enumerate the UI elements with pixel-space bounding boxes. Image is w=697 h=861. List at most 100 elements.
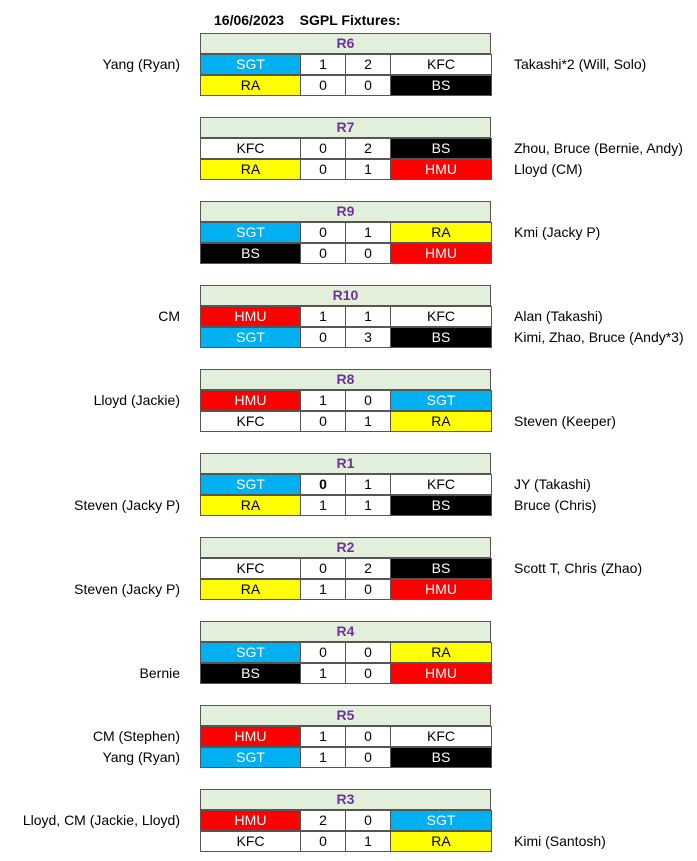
away-score-cell: 1 [345,495,391,516]
home-score-cell: 0 [300,831,346,852]
away-score-cell: 1 [345,159,391,180]
away-team-cell: HMU [390,243,492,264]
away-score-cell: 0 [345,390,391,411]
home-scorers-note: Lloyd, CM (Jackie, Lloyd) [22,812,180,828]
away-score-cell: 0 [345,642,391,663]
away-score-cell: 2 [345,54,391,75]
home-scorers-note: Steven (Jacky P) [74,497,180,513]
away-team-cell: BS [390,138,492,159]
away-team-cell: BS [390,495,492,516]
home-scorers-note: Yang (Ryan) [102,749,180,765]
round-header: R4 [200,621,491,642]
fixture-heading: SGPL Fixtures: [299,12,401,28]
home-team-cell: SGT [200,222,301,243]
home-scorers-note: Lloyd (Jackie) [93,392,180,408]
round-header: R3 [200,789,491,810]
away-scorers-note: Scott T, Chris (Zhao) [514,560,643,576]
home-score-cell: 0 [300,327,346,348]
home-team-cell: RA [200,579,301,600]
away-score-cell: 1 [345,831,391,852]
away-score-cell: 1 [345,474,391,495]
home-score-cell: 0 [300,558,346,579]
away-team-cell: HMU [390,579,492,600]
away-team-cell: RA [390,831,492,852]
home-team-cell: HMU [200,390,301,411]
home-scorers-note: Steven (Jacky P) [74,581,180,597]
away-scorers-note: Steven (Keeper) [514,413,616,429]
home-team-cell: RA [200,495,301,516]
away-score-cell: 2 [345,558,391,579]
home-scorers-note: Bernie [139,665,180,681]
home-score-cell: 2 [300,810,346,831]
sheet-title: 16/06/2023 SGPL Fixtures: [214,12,401,28]
round-header: R10 [200,285,491,306]
away-team-cell: RA [390,642,492,663]
away-scorers-note: Bruce (Chris) [514,497,597,513]
away-scorers-note: Lloyd (CM) [514,161,583,177]
away-score-cell: 0 [345,726,391,747]
away-team-cell: KFC [390,474,492,495]
home-team-cell: HMU [200,306,301,327]
away-team-cell: RA [390,222,492,243]
away-team-cell: SGT [390,390,492,411]
away-scorers-note: Alan (Takashi) [514,308,603,324]
away-score-cell: 1 [345,306,391,327]
away-team-cell: KFC [390,306,492,327]
home-team-cell: SGT [200,474,301,495]
round-header: R2 [200,537,491,558]
away-scorers-note: Kimi, Zhao, Bruce (Andy*3) [514,329,684,345]
away-scorers-note: JY (Takashi) [514,476,591,492]
home-score-cell: 0 [300,159,346,180]
home-team-cell: RA [200,159,301,180]
away-scorers-note: Kmi (Jacky P) [514,224,601,240]
home-team-cell: HMU [200,810,301,831]
home-team-cell: SGT [200,54,301,75]
away-scorers-note: Kimi (Santosh) [514,833,606,849]
fixture-date: 16/06/2023 [214,12,285,28]
home-team-cell: HMU [200,726,301,747]
away-team-cell: SGT [390,810,492,831]
round-header: R5 [200,705,491,726]
home-score-cell: 0 [300,642,346,663]
home-team-cell: KFC [200,831,301,852]
away-score-cell: 0 [345,243,391,264]
round-header: R7 [200,117,491,138]
home-team-cell: KFC [200,138,301,159]
away-score-cell: 0 [345,663,391,684]
away-team-cell: BS [390,558,492,579]
home-score-cell: 0 [300,138,346,159]
home-score-cell: 0 [300,75,346,96]
away-team-cell: KFC [390,726,492,747]
home-team-cell: KFC [200,558,301,579]
home-score-cell: 1 [300,306,346,327]
away-team-cell: BS [390,327,492,348]
home-scorers-note: CM (Stephen) [92,728,180,744]
away-score-cell: 1 [345,222,391,243]
away-score-cell: 0 [345,810,391,831]
home-score-cell: 1 [300,747,346,768]
home-score-cell: 1 [300,54,346,75]
home-score-cell: 1 [300,663,346,684]
home-score-cell: 1 [300,579,346,600]
round-header: R8 [200,369,491,390]
home-score-cell: 1 [300,726,346,747]
round-header: R9 [200,201,491,222]
home-scorers-note: Yang (Ryan) [102,56,180,72]
